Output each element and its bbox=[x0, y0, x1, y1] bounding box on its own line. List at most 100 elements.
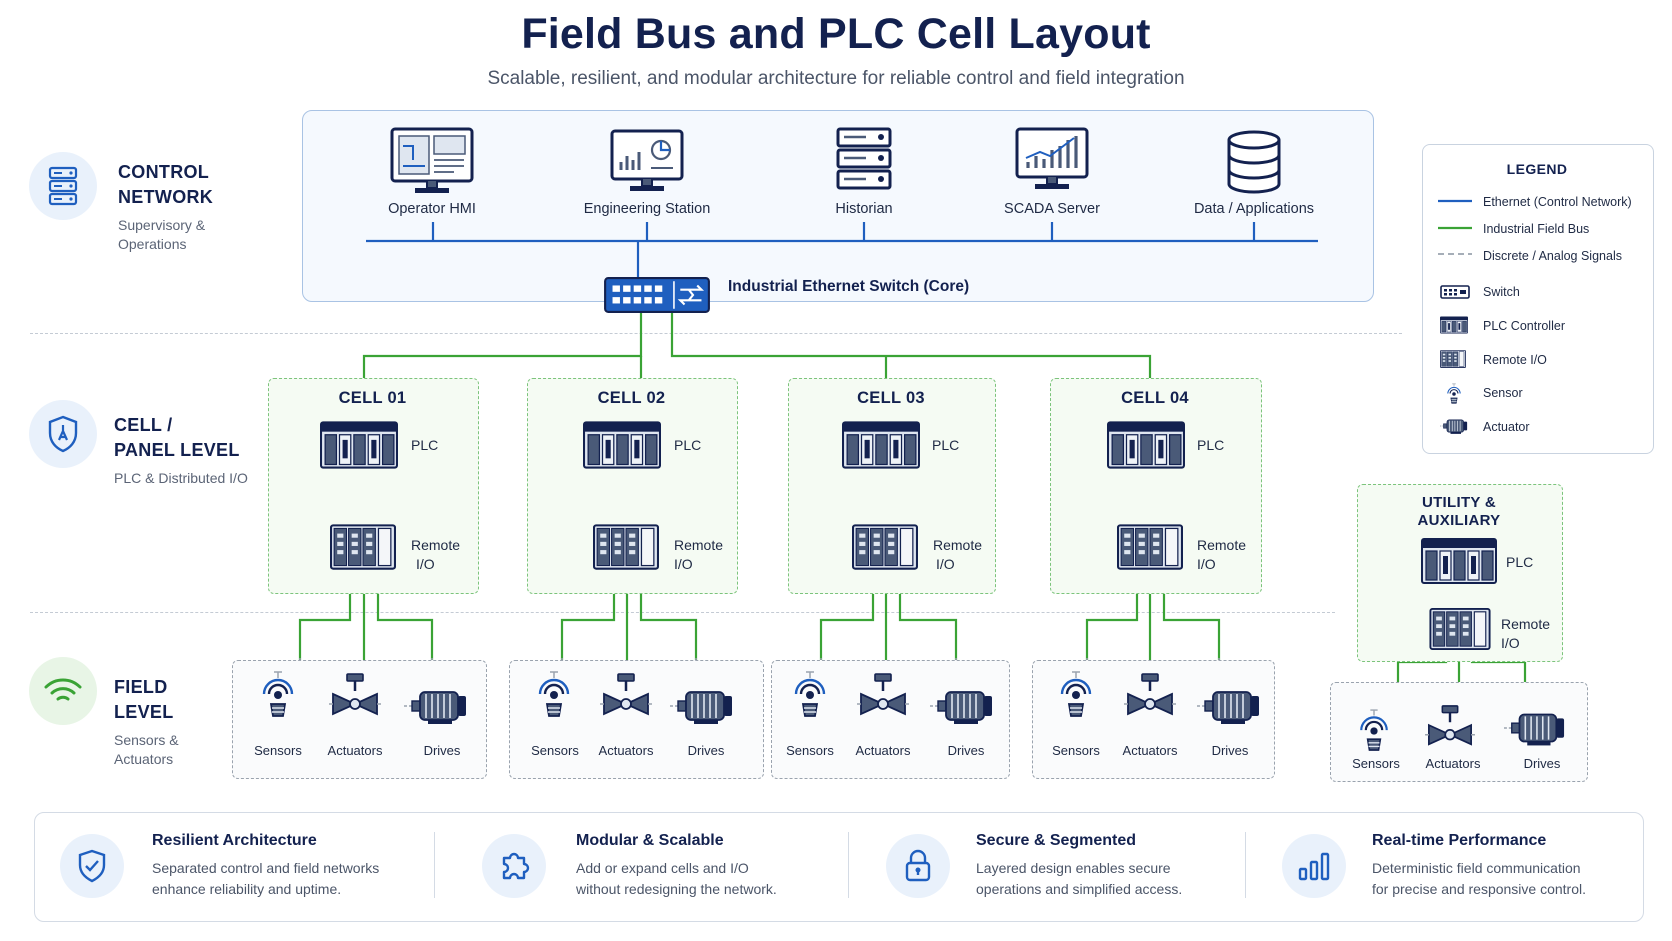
sensor-icon[interactable] bbox=[532, 670, 576, 725]
level-title: LEVEL bbox=[114, 702, 174, 722]
plc-icon[interactable] bbox=[583, 421, 661, 474]
device-label-scada-server: SCADA Server bbox=[1004, 201, 1100, 217]
feature-realtime: Real-time Performance Deterministic fiel… bbox=[1372, 832, 1632, 900]
cell-title: CELL 04 bbox=[1121, 389, 1189, 407]
field-label-drives: Drives bbox=[1523, 756, 1561, 771]
sensor-icon[interactable] bbox=[1054, 670, 1098, 725]
level-title: PANEL LEVEL bbox=[114, 440, 240, 460]
remote-io-icon[interactable] bbox=[1117, 524, 1183, 575]
field-label-sensors: Sensors bbox=[254, 743, 302, 758]
level-subtitle: PLC & Distributed I/O bbox=[114, 470, 248, 486]
field-label-drives: Drives bbox=[423, 743, 461, 758]
shield-check-icon bbox=[60, 834, 124, 898]
remote-io-label-line: I/O bbox=[416, 556, 435, 572]
remote-io-icon[interactable] bbox=[330, 524, 396, 575]
database-icon[interactable] bbox=[1226, 130, 1282, 199]
scada-monitor-icon[interactable] bbox=[1014, 126, 1090, 199]
utility-title-line: AUXILIARY bbox=[1417, 512, 1501, 529]
plc-icon[interactable] bbox=[842, 421, 920, 474]
device-label-engineering-station: Engineering Station bbox=[583, 201, 711, 217]
cell-title: CELL 03 bbox=[857, 389, 925, 407]
remote-io-icon bbox=[1440, 350, 1466, 373]
feature-desc-line: Deterministic field communication bbox=[1372, 860, 1581, 876]
legend-label: Ethernet (Control Network) bbox=[1483, 195, 1632, 209]
actuator-icon[interactable] bbox=[600, 672, 652, 727]
feature-separator bbox=[848, 832, 849, 898]
utility-title: UTILITY & AUXILIARY bbox=[1357, 494, 1561, 530]
legend-label: Sensor bbox=[1483, 386, 1523, 400]
historian-server-icon[interactable] bbox=[835, 126, 893, 197]
field-label-actuators: Actuators bbox=[855, 743, 911, 758]
field-label-drives: Drives bbox=[1211, 743, 1249, 758]
legend-label: Remote I/O bbox=[1483, 353, 1547, 367]
utility-title-line: UTILITY & bbox=[1421, 494, 1497, 511]
plc-label: PLC bbox=[1197, 437, 1225, 453]
remote-io-label: Remote I/O bbox=[674, 536, 723, 574]
level-control-network: CONTROL NETWORK Supervisory & Operations bbox=[118, 160, 213, 254]
sensor-icon[interactable] bbox=[256, 670, 300, 725]
switch-icon[interactable] bbox=[604, 277, 710, 318]
field-label-sensors: Sensors bbox=[1052, 743, 1100, 758]
remote-io-icon[interactable] bbox=[1429, 608, 1491, 655]
level-title: CONTROL bbox=[118, 162, 210, 182]
remote-io-label-line: I/O bbox=[1501, 635, 1520, 651]
level-subtitle: Actuators bbox=[114, 751, 174, 767]
plc-label: PLC bbox=[411, 437, 439, 453]
server-rack-icon bbox=[29, 152, 97, 220]
feature-title: Real-time Performance bbox=[1372, 832, 1547, 849]
sensor-icon[interactable] bbox=[788, 670, 832, 725]
feature-desc: Layered design enables secure operations… bbox=[976, 858, 1236, 900]
core-switch-label: Industrial Ethernet Switch (Core) bbox=[728, 278, 970, 295]
remote-io-label-line: Remote bbox=[674, 537, 724, 553]
actuator-icon[interactable] bbox=[329, 672, 381, 727]
hmi-monitor-icon[interactable] bbox=[389, 126, 475, 201]
device-label-data-applications: Data / Applications bbox=[1193, 201, 1315, 217]
engineering-station-icon[interactable] bbox=[609, 128, 685, 201]
feature-desc: Deterministic field communication for pr… bbox=[1372, 858, 1632, 900]
drive-motor-icon[interactable] bbox=[930, 686, 994, 731]
actuator-icon[interactable] bbox=[857, 672, 909, 727]
feature-desc-line: Add or expand cells and I/O bbox=[576, 860, 749, 876]
field-label-actuators: Actuators bbox=[327, 743, 383, 758]
field-label-drives: Drives bbox=[687, 743, 725, 758]
drive-motor-icon[interactable] bbox=[1197, 686, 1261, 731]
plc-label: PLC bbox=[674, 437, 702, 453]
remote-io-icon[interactable] bbox=[852, 524, 918, 575]
level-cell-panel: CELL / PANEL LEVEL PLC & Distributed I/O bbox=[114, 413, 248, 488]
remote-io-label: Remote I/O bbox=[1501, 615, 1550, 653]
feature-desc-line: without redesigning the network. bbox=[576, 881, 777, 897]
lock-icon bbox=[886, 834, 950, 898]
legend-label: Industrial Field Bus bbox=[1483, 222, 1590, 236]
feature-separator bbox=[1245, 832, 1246, 898]
drive-motor-icon[interactable] bbox=[670, 686, 734, 731]
feature-secure: Secure & Segmented Layered design enable… bbox=[976, 832, 1236, 900]
sensor-icon[interactable] bbox=[1354, 708, 1394, 759]
sensor-icon bbox=[1444, 383, 1464, 410]
actuator-icon[interactable] bbox=[1425, 704, 1475, 757]
level-separator bbox=[30, 333, 1402, 334]
plc-icon[interactable] bbox=[320, 421, 398, 474]
feature-desc-line: for precise and responsive control. bbox=[1372, 881, 1586, 897]
plc-icon bbox=[1440, 316, 1468, 339]
actuator-icon[interactable] bbox=[1124, 672, 1176, 727]
remote-io-label-line: Remote bbox=[1501, 616, 1551, 632]
remote-io-icon[interactable] bbox=[593, 524, 659, 575]
feature-desc-line: Separated control and field networks bbox=[152, 860, 380, 876]
remote-io-label-line: Remote bbox=[411, 537, 461, 553]
plc-icon[interactable] bbox=[1421, 538, 1497, 589]
actuator-icon bbox=[1440, 417, 1468, 440]
drive-motor-icon[interactable] bbox=[1504, 708, 1566, 753]
legend-line-fieldbus bbox=[1438, 226, 1472, 230]
page-subtitle: Scalable, resilient, and modular archite… bbox=[487, 68, 1185, 89]
switch-icon bbox=[1440, 285, 1470, 304]
level-subtitle: Operations bbox=[118, 236, 187, 252]
legend-line-ethernet bbox=[1438, 199, 1472, 203]
feature-desc-line: Layered design enables secure bbox=[976, 860, 1171, 876]
plc-icon[interactable] bbox=[1107, 421, 1185, 474]
field-label-sensors: Sensors bbox=[786, 743, 834, 758]
remote-io-label-line: I/O bbox=[674, 556, 693, 572]
wireless-icon bbox=[29, 657, 97, 725]
field-label-sensors: Sensors bbox=[531, 743, 579, 758]
field-label-actuators: Actuators bbox=[1425, 756, 1481, 771]
drive-motor-icon[interactable] bbox=[404, 686, 468, 731]
